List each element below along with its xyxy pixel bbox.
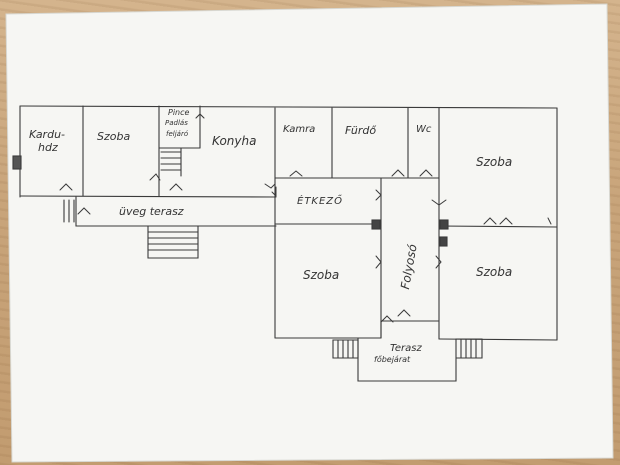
wall-right-mid xyxy=(438,225,558,228)
room-label-szoba-bottomright: Szoba xyxy=(476,265,513,279)
wall-fixture-left xyxy=(12,155,22,170)
room-label-szoba-topright: Szoba xyxy=(476,155,513,169)
terrace-outline xyxy=(75,196,277,227)
room-label-fobejarat: főbejárat xyxy=(374,355,411,364)
wall-left-bottom xyxy=(19,195,277,198)
steps-glass xyxy=(147,225,199,259)
corridor-fixture-right2 xyxy=(439,236,448,247)
steps-right xyxy=(455,338,483,359)
pince-arrow xyxy=(195,113,205,119)
room-label-padlas: Padlás xyxy=(165,119,188,127)
terrace-main xyxy=(357,337,457,382)
room-label-szoba-1: Szoba xyxy=(97,130,131,143)
corridor-fixture-left xyxy=(371,219,381,230)
stairs-pince xyxy=(160,147,182,177)
room-label-kardu-2: hdz xyxy=(38,141,58,154)
room-label-feljaro: feljáró xyxy=(166,130,189,138)
room-label-kamra: Kamra xyxy=(283,124,316,135)
room-label-pince: Pince xyxy=(168,108,190,117)
door-marks xyxy=(59,169,552,323)
room-label-konyha: Konyha xyxy=(212,134,257,148)
room-label-terasz: Terasz xyxy=(390,343,422,354)
stairs-terrace-left xyxy=(63,199,75,223)
corridor-fixture-right xyxy=(439,219,449,230)
wall-top xyxy=(19,105,558,109)
room-label-etkezo: ÉTKEZŐ xyxy=(297,196,344,207)
room-label-uveg-terasz: üveg terasz xyxy=(119,205,184,218)
room-label-kardu: Kardu- xyxy=(29,128,66,141)
steps-left xyxy=(332,339,359,359)
room-label-szoba-middle: Szoba xyxy=(303,268,340,282)
room-label-wc: Wc xyxy=(416,124,432,135)
room-label-furdo: Fürdő xyxy=(345,124,377,137)
